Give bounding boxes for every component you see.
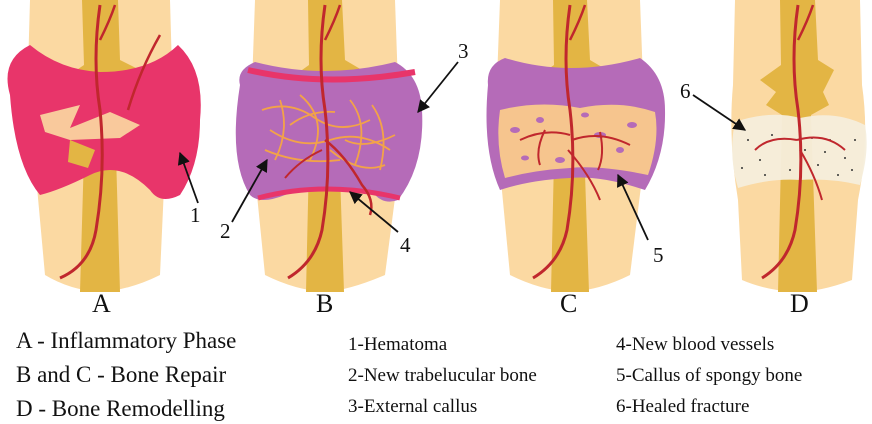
spongy-callus-shape [498,104,656,178]
phase-a: A - Inflammatory Phase [16,328,236,354]
phase-d: D - Bone Remodelling [16,396,225,422]
legend-item-1: 1-Hematoma [348,334,447,356]
marker-3: 3 [458,39,469,63]
arrow-3 [418,62,458,112]
panel-b-illustration [236,0,423,292]
panel-a-illustration [8,0,201,292]
marker-5: 5 [653,243,664,267]
marker-2: 2 [220,219,231,243]
external-callus-shape [236,62,423,202]
stage-label-a: A [92,290,111,318]
panel-d-illustration [731,0,866,292]
panel-c-illustration [487,0,666,292]
marker-4: 4 [400,233,411,257]
legend-item-6: 6-Healed fracture [616,396,749,418]
phase-b-c: B and C - Bone Repair [16,362,226,388]
marker-1: 1 [190,203,201,227]
legend-item-3: 3-External callus [348,396,477,418]
stage-label-b: B [316,290,333,318]
legend-item-4: 4-New blood vessels [616,334,774,356]
bone-healing-diagram: 1 2 3 4 5 6 [0,0,872,305]
stage-label-c: C [560,290,577,318]
legend-item-5: 5-Callus of spongy bone [616,365,802,387]
stage-label-d: D [790,290,809,318]
marker-6: 6 [680,79,691,103]
legend-item-2: 2-New trabelucular bone [348,365,537,387]
